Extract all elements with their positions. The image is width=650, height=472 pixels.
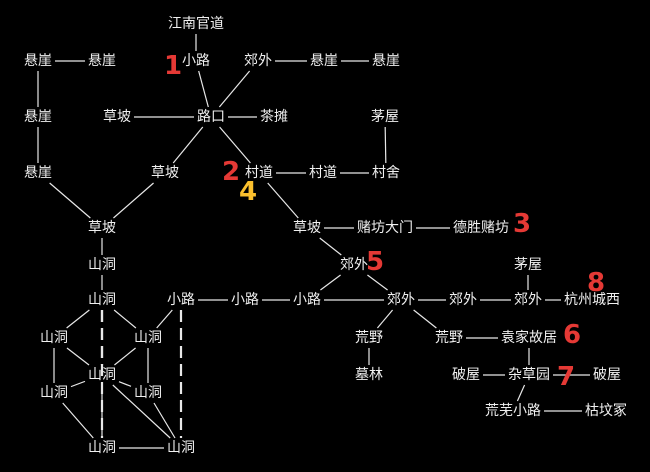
room-node: 郊外 [340,257,368,273]
room-node: 村道 [309,165,337,181]
connector-n25-n33 [66,309,90,329]
connector-n44-n48 [153,402,176,439]
connector-n19-n23 [319,237,342,256]
connector-n34-n38 [114,347,136,366]
number-marker-3: 3 [512,209,532,239]
room-node: 悬崖 [310,53,338,69]
connector-n15-n19 [267,182,299,219]
room-node: 悬崖 [24,165,52,181]
room-node: 荒野 [435,330,463,346]
room-node: 郊外 [514,292,542,308]
connector-n10-n15 [219,126,251,164]
connector-n13-n18 [49,182,91,219]
room-node: 村道 [245,165,273,181]
room-node: 悬崖 [88,53,116,69]
room-node: 德胜赌坊 [453,220,509,236]
room-node: 郊外 [244,53,272,69]
number-marker-8: 8 [586,268,606,298]
connector-n10-n14 [172,126,204,164]
room-node: 袁家故居 [501,330,557,346]
room-node: 荒芜小路 [485,403,541,419]
connector-n29-n35 [376,309,394,329]
connector-n4-n10 [198,70,209,108]
number-marker-1: 1 [163,51,183,81]
room-node: 杭州城西 [564,292,620,308]
room-node: 悬崖 [24,109,52,125]
room-node: 草坡 [293,220,321,236]
connector-n12-n17 [384,126,387,164]
room-node: 小路 [231,292,259,308]
room-node: 破屋 [452,367,480,383]
room-node: 茶摊 [260,109,288,125]
connector-n5-n10 [218,70,251,108]
connector-n26-n34 [156,309,173,329]
room-node: 山洞 [40,385,68,401]
room-node: 山洞 [167,440,195,456]
connector-n41-n45 [516,384,526,402]
room-node: 茅屋 [514,257,542,273]
room-node: 山洞 [88,440,116,456]
room-node: 杂草园 [508,367,550,383]
room-node: 草坡 [151,165,179,181]
connector-n23-n28 [320,274,341,291]
connector-n23-n29 [367,274,388,291]
room-node: 悬崖 [24,53,52,69]
connector-n38-n44 [118,381,132,387]
connector-n29-n36 [413,309,437,329]
room-node: 郊外 [449,292,477,308]
room-node: 茅屋 [371,109,399,125]
room-node: 路口 [197,109,225,125]
connector-n38-n48 [112,384,171,439]
room-node: 山洞 [88,367,116,383]
room-node: 江南官道 [168,16,224,32]
room-node: 山洞 [88,292,116,308]
connector-n25-n34 [113,309,137,329]
number-marker-4: 4 [238,177,258,207]
room-node: 破屋 [593,367,621,383]
number-marker-7: 7 [556,362,576,392]
room-node: 山洞 [134,385,162,401]
connector-n14-n18 [113,182,154,219]
room-node: 小路 [182,53,210,69]
room-node: 枯坟冢 [585,403,627,419]
room-node: 悬崖 [372,53,400,69]
room-node: 村舍 [372,165,400,181]
room-node: 赌坊大门 [357,220,413,236]
room-node: 草坡 [88,220,116,236]
room-node: 草坡 [103,109,131,125]
room-node: 郊外 [387,292,415,308]
connector-n38-n43 [70,380,86,388]
room-node: 小路 [293,292,321,308]
room-node: 荒野 [355,330,383,346]
number-marker-5: 5 [365,247,385,277]
room-node: 山洞 [88,257,116,273]
number-marker-2: 2 [221,157,241,187]
room-node: 山洞 [40,330,68,346]
room-node: 墓林 [355,367,383,383]
room-node: 山洞 [134,330,162,346]
connector-n43-n47 [62,402,94,439]
connector-n33-n38 [66,347,90,366]
room-node: 小路 [167,292,195,308]
number-marker-6: 6 [562,320,582,350]
